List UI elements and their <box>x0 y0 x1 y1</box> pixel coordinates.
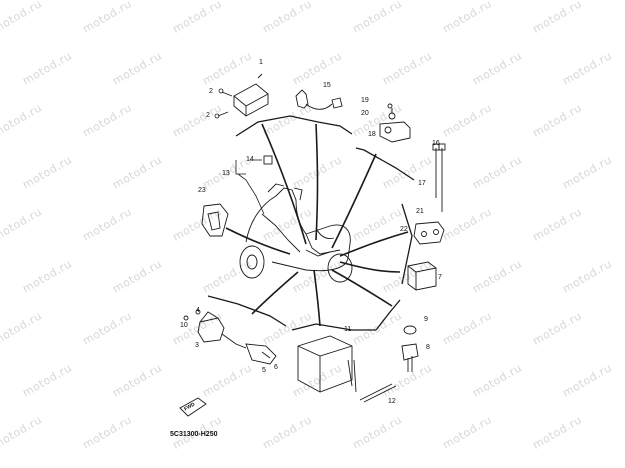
callout-15: 15 <box>323 82 331 89</box>
part-23-bracket <box>201 203 229 237</box>
bracket-right-bottom <box>375 299 401 331</box>
part-14-clip <box>263 155 273 165</box>
part-15-sensor <box>295 89 343 110</box>
part-21-connector <box>413 221 445 245</box>
callout-16: 16 <box>432 140 440 147</box>
fwd-arrow <box>179 397 207 417</box>
bracket-bottom <box>291 323 376 331</box>
part-11-battery <box>297 335 357 393</box>
leader-9 <box>331 269 393 307</box>
callout-3: 3 <box>195 342 199 349</box>
part-18-switch <box>379 103 411 143</box>
bracket-right <box>401 203 413 285</box>
callout-6: 6 <box>274 364 278 371</box>
scooter-outline <box>239 183 353 283</box>
bracket-13 <box>235 160 246 175</box>
diagram-code: 5C31300-H250 <box>170 431 218 438</box>
callout-11: 11 <box>344 326 352 333</box>
callout-2: 2 <box>209 88 213 95</box>
leader-1 <box>261 123 307 245</box>
part-8-sensor <box>401 325 419 372</box>
leader-13 <box>237 173 265 215</box>
leader-23 <box>225 227 291 255</box>
leader-11 <box>313 269 321 327</box>
leader-7 <box>339 261 401 273</box>
bracket-left <box>207 295 287 327</box>
callout-19: 19 <box>361 97 369 104</box>
callout-5: 5 <box>262 367 266 374</box>
callout-7: 7 <box>438 274 442 281</box>
part-5-plug-cap <box>245 343 277 365</box>
callout-8: 8 <box>426 344 430 351</box>
bracket-right-top <box>355 147 415 181</box>
leader-21 <box>339 231 409 257</box>
callout-18: 18 <box>368 131 376 138</box>
part-12-cable <box>359 383 397 403</box>
part-2-screw <box>214 88 233 119</box>
callout-17: 17 <box>418 180 426 187</box>
leader-3 <box>251 271 299 315</box>
callout-14: 14 <box>246 156 254 163</box>
leader-15 <box>315 123 319 241</box>
callout-21: 21 <box>416 208 424 215</box>
callout-13: 13 <box>222 170 230 177</box>
callout-10: 10 <box>180 322 188 329</box>
part-16-bolt <box>432 143 446 212</box>
callout-1: 1 <box>259 59 263 66</box>
bracket-top <box>235 115 353 137</box>
callout-4: 4 <box>196 307 200 314</box>
part-3-ignition-coil <box>183 309 247 349</box>
callout-22: 22 <box>400 226 408 233</box>
callout-9: 9 <box>424 316 428 323</box>
callout-20: 20 <box>361 110 369 117</box>
callout-12: 12 <box>388 398 396 405</box>
part-7-relay <box>407 261 437 291</box>
callout-2: 2 <box>206 112 210 119</box>
leader-18 <box>331 153 377 249</box>
part-1-cdi <box>233 73 269 117</box>
callout-23: 23 <box>198 187 206 194</box>
